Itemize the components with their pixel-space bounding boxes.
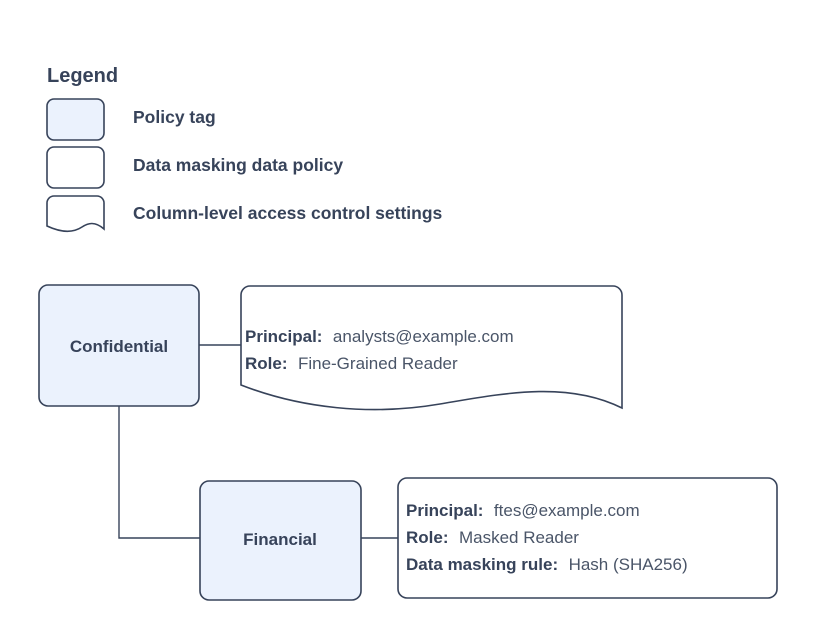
callout-financial-key-1: Principal: [406, 501, 483, 520]
legend-label-access-control-settings: Column-level access control settings [133, 203, 443, 223]
node-confidential-label: Confidential [70, 337, 168, 356]
legend-item-policy-tag: Policy tag [46, 98, 216, 141]
legend-label-data-masking-policy: Data masking data policy [133, 155, 343, 175]
callout-financial-value-2: Masked Reader [459, 528, 579, 547]
callout-financial-box[interactable] [397, 477, 778, 599]
callout-confidential-key-1: Principal: [245, 327, 322, 346]
callout-financial-line-2: Role: Masked Reader [406, 528, 579, 547]
connectors-group [118, 344, 398, 539]
node-confidential-box[interactable] [38, 284, 200, 407]
callout-confidential[interactable]: Principal: analysts@example.com Role: Fi… [240, 285, 623, 411]
callout-confidential-value-1: analysts@example.com [333, 327, 514, 346]
callout-confidential-box[interactable] [240, 285, 623, 411]
callout-financial[interactable]: Principal: ftes@example.com Role: Masked… [397, 477, 778, 599]
callout-confidential-key-2: Role: [245, 354, 288, 373]
callout-financial-value-1: ftes@example.com [494, 501, 640, 520]
node-financial[interactable]: Financial [199, 480, 362, 601]
data-masking-policy-swatch [46, 146, 105, 189]
callout-confidential-line-2: Role: Fine-Grained Reader [245, 354, 458, 373]
callout-financial-key-3: Data masking rule: [406, 555, 558, 574]
node-financial-label: Financial [243, 530, 317, 549]
legend-title: Legend [47, 65, 118, 87]
callout-confidential-value-2: Fine-Grained Reader [298, 354, 458, 373]
node-confidential[interactable]: Confidential [38, 284, 200, 407]
legend-label-policy-tag: Policy tag [133, 107, 216, 127]
callout-financial-line-3: Data masking rule: Hash (SHA256) [406, 555, 688, 574]
callout-financial-line-1: Principal: ftes@example.com [406, 501, 640, 520]
callout-financial-value-3: Hash (SHA256) [569, 555, 688, 574]
callout-confidential-line-1: Principal: analysts@example.com [245, 327, 514, 346]
node-financial-box[interactable] [199, 480, 362, 601]
legend-item-data-masking-policy: Data masking data policy [46, 146, 343, 189]
policy-tag-swatch [46, 98, 105, 141]
legend-group: Legend Policy tag Data masking data poli… [46, 65, 443, 233]
connector-confidential-to-financial [118, 406, 200, 539]
legend-item-access-control-settings: Column-level access control settings [46, 195, 443, 233]
callout-financial-key-2: Role: [406, 528, 449, 547]
access-control-settings-swatch [46, 195, 105, 233]
